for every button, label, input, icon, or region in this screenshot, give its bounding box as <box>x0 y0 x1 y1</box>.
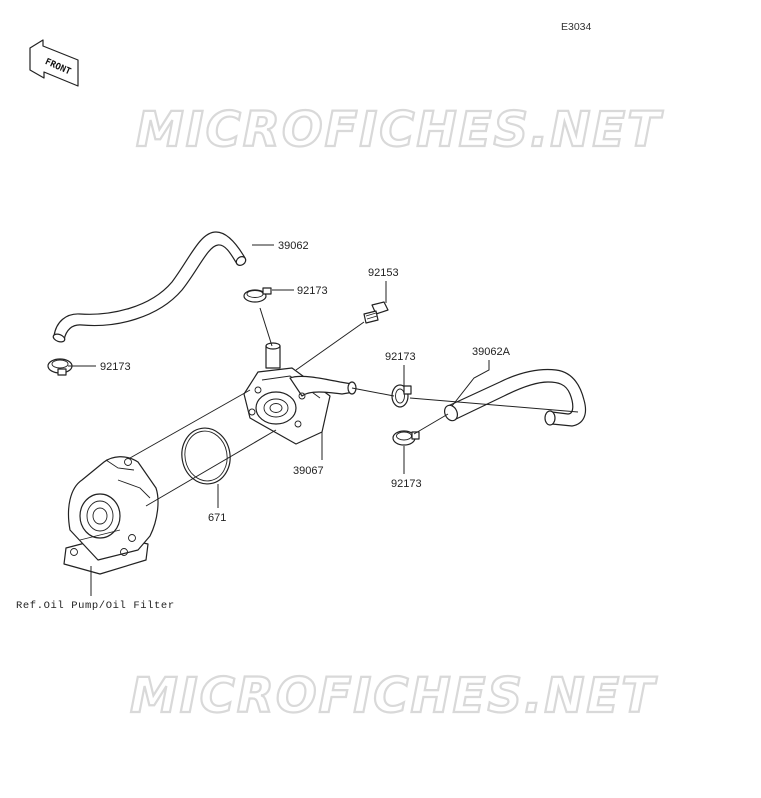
callout-92173-upper: 92173 <box>297 285 328 297</box>
diagram-code: E3034 <box>561 21 592 33</box>
callout-92173-mid: 92173 <box>385 351 416 363</box>
callout-92173-left: 92173 <box>100 361 131 373</box>
watermark-top: MICROFICHES.NET <box>136 102 663 158</box>
callout-92153: 92153 <box>368 267 399 279</box>
hose-39062A <box>443 368 587 427</box>
oil-cooler-39067 <box>243 342 357 445</box>
reference-label: Ref.Oil Pump/Oil Filter <box>16 600 175 612</box>
bolt-92153 <box>363 301 389 324</box>
callout-39062: 39062 <box>278 240 309 252</box>
leader-lines <box>68 244 579 596</box>
callout-92173-lower: 92173 <box>391 478 422 490</box>
clamp-92173-mid <box>391 384 412 408</box>
clamp-92173-lower <box>392 430 420 446</box>
front-arrow-icon: FRONT <box>29 39 79 87</box>
callout-671: 671 <box>208 512 226 524</box>
watermark-bottom: MICROFICHES.NET <box>130 668 657 724</box>
hose-39062 <box>52 231 247 343</box>
oil-pump-housing <box>63 456 159 575</box>
callout-39062A: 39062A <box>472 346 511 358</box>
clamp-92173-left <box>47 358 73 376</box>
clamp-92173-upper <box>243 287 272 303</box>
callout-39067: 39067 <box>293 465 324 477</box>
oring-671 <box>181 427 231 485</box>
